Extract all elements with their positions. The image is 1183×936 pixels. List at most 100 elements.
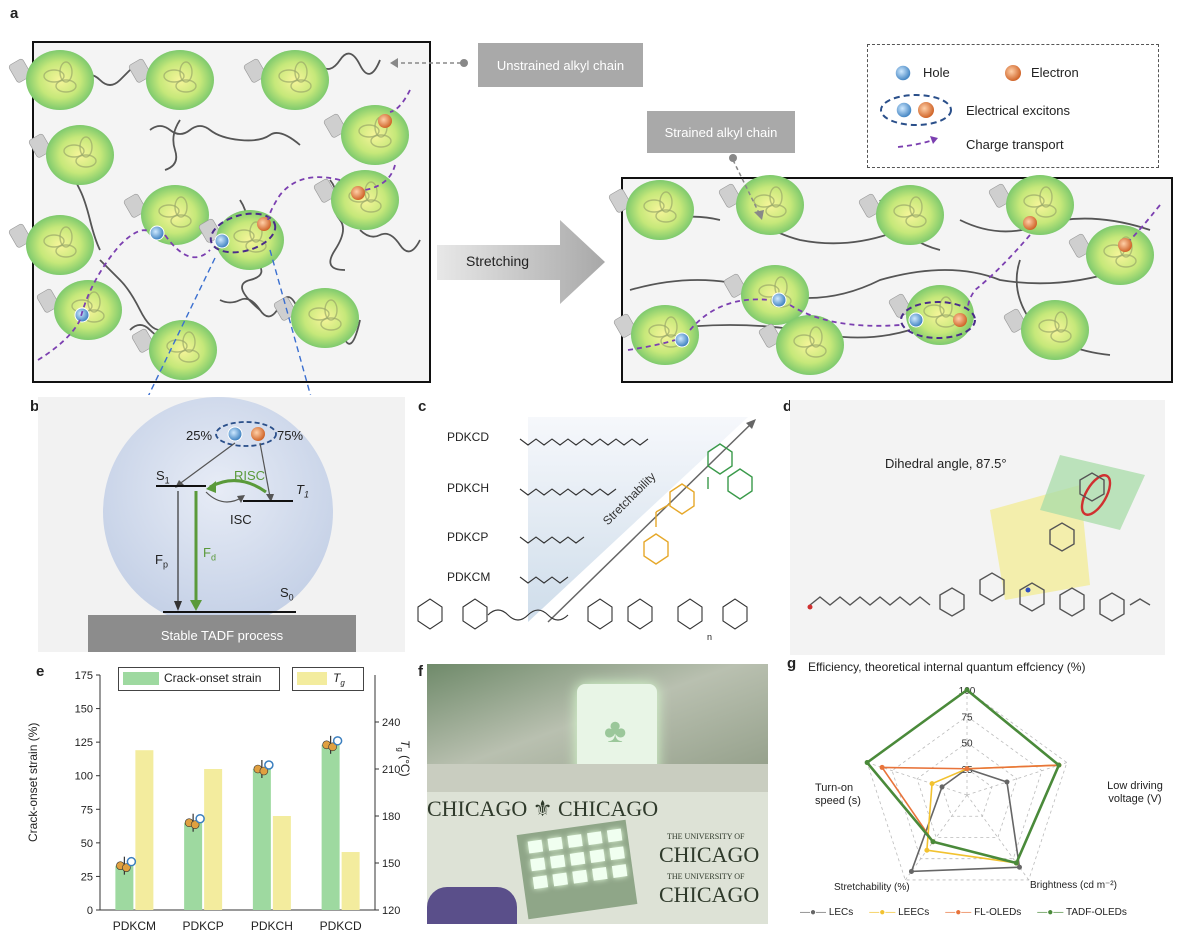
panel-a-legend: Hole Electron Electrical excitons Charge… bbox=[867, 44, 1159, 168]
electron-legend-label: Electron bbox=[1031, 65, 1079, 80]
exciton-legend-icon bbox=[895, 101, 913, 119]
radar-point bbox=[1004, 779, 1010, 785]
photo-top: ♣ bbox=[427, 664, 768, 792]
data-point bbox=[328, 742, 337, 752]
fd-label: Fd bbox=[203, 545, 216, 563]
legend-tadf-oleds: —●— TADF-OLEDs bbox=[1037, 906, 1127, 918]
polymer-pdkch: PDKCH bbox=[447, 481, 490, 495]
x-tick-label: PDKCH bbox=[251, 919, 293, 933]
tg-legend-label: Tg bbox=[333, 671, 345, 688]
radar-point bbox=[964, 766, 970, 772]
electron-particle bbox=[257, 217, 271, 231]
radar-point bbox=[939, 784, 945, 790]
panel-a-illustration bbox=[7, 41, 1173, 395]
hole-particle bbox=[771, 292, 787, 308]
panel-g-radar-chart: 100755025 bbox=[864, 686, 1068, 881]
x-tick-label: PDKCP bbox=[182, 919, 223, 933]
transport-legend-label: Charge transport bbox=[966, 137, 1064, 152]
crack-legend-label: Crack-onset strain bbox=[164, 671, 262, 685]
hole-legend-icon bbox=[894, 64, 912, 82]
panel-e-ylabel-left: Crack-onset strain (%) bbox=[26, 722, 40, 842]
radar-point bbox=[930, 839, 936, 845]
crack-bar bbox=[252, 769, 271, 910]
hole-legend-label: Hole bbox=[923, 65, 950, 80]
electron-particle bbox=[1023, 216, 1037, 230]
polymer-pdkcp: PDKCP bbox=[447, 530, 489, 544]
panel-label-e: e bbox=[36, 663, 45, 680]
tg-bar bbox=[341, 852, 360, 910]
axis-brightness: Brightness (cd m⁻²) bbox=[1030, 880, 1117, 891]
s1-label: S1 bbox=[156, 468, 170, 486]
strained-alkyl-chain-label: Strained alkyl chain bbox=[647, 111, 795, 153]
radar-point bbox=[1013, 860, 1019, 866]
crack-bar bbox=[115, 865, 134, 910]
radar-grid bbox=[866, 689, 1068, 881]
crack-bar bbox=[321, 744, 340, 910]
electron-particle bbox=[953, 313, 967, 327]
clover-icon: ♣ bbox=[604, 712, 627, 750]
electron-particle bbox=[1118, 238, 1132, 252]
radar-point bbox=[929, 781, 935, 787]
led-array bbox=[516, 819, 638, 920]
s0-label: S0 bbox=[280, 585, 294, 603]
panel-e-ylabel-right: Tg (°C) bbox=[395, 740, 412, 777]
legend-fl-oleds: —●— FL-OLEDs bbox=[945, 906, 1022, 918]
axis-stretchability: Stretchability (%) bbox=[834, 882, 910, 893]
panel-d-background bbox=[790, 400, 1165, 655]
tg-bar bbox=[135, 750, 154, 910]
chicago-text-2: CHICAGO bbox=[659, 882, 760, 907]
electron-particle bbox=[351, 186, 365, 200]
y-tick-label-left: 0 bbox=[87, 905, 93, 917]
y-tick-label-left: 125 bbox=[75, 737, 93, 749]
electron-particle bbox=[378, 114, 392, 128]
radar-series-tadf-oleds bbox=[865, 688, 1061, 865]
isc-label: ISC bbox=[230, 512, 252, 527]
radar-point bbox=[964, 687, 970, 693]
electron-legend-icon bbox=[1005, 65, 1021, 81]
data-point bbox=[332, 736, 343, 746]
crack-bar bbox=[184, 822, 203, 910]
legend-leecs: —●— LEECs bbox=[869, 906, 930, 918]
gloved-hand bbox=[427, 887, 517, 924]
panel-e-legend-tg: Tg bbox=[292, 667, 364, 691]
chicago-text: CHICAGO bbox=[659, 842, 760, 867]
data-point bbox=[259, 766, 269, 776]
radar-point bbox=[864, 760, 870, 766]
triplet-percent: 75% bbox=[277, 428, 304, 443]
fp-label: Fp bbox=[155, 552, 168, 570]
exciton-ring bbox=[209, 212, 277, 254]
radar-point bbox=[1056, 762, 1062, 768]
panel-g-title: Efficiency, theoretical internal quantum… bbox=[808, 660, 1086, 674]
data-point bbox=[264, 760, 274, 770]
tg-legend-swatch bbox=[297, 672, 327, 685]
y-tick-label-right: 150 bbox=[382, 858, 400, 870]
panel-label-c: c bbox=[418, 398, 427, 415]
radar-tick-label: 50 bbox=[961, 739, 973, 750]
t1-label: T1 bbox=[296, 482, 309, 500]
hole-particle bbox=[674, 332, 690, 348]
panel-label-f: f bbox=[418, 663, 423, 680]
chicago-banner: CHICAGO ⚜ CHICAGO bbox=[427, 796, 659, 821]
axis-low-driving-voltage: Low driving voltage (V) bbox=[1107, 780, 1163, 805]
panel-label-b: b bbox=[30, 398, 40, 415]
transport-legend-icon bbox=[897, 139, 934, 148]
y-tick-label-left: 50 bbox=[81, 838, 93, 850]
y-tick-label-left: 150 bbox=[75, 704, 93, 716]
panel-label-d: d bbox=[783, 398, 793, 415]
data-point bbox=[190, 820, 200, 830]
excitons-legend-label: Electrical excitons bbox=[966, 103, 1071, 118]
singlet-percent: 25% bbox=[186, 428, 213, 443]
polymer-pdkcd: PDKCD bbox=[447, 430, 490, 444]
x-tick-label: PDKCM bbox=[113, 919, 156, 933]
risc-label: RISC bbox=[234, 468, 266, 483]
legend-lecs: —●— LECs bbox=[800, 906, 854, 918]
data-point bbox=[126, 856, 137, 867]
univ-text-2: THE UNIVERSITY OF bbox=[667, 872, 745, 881]
panel-g-legend: —●— LECs —●— LEECs —●— FL-OLEDs —●— TADF… bbox=[800, 903, 1150, 921]
hole-particle bbox=[149, 225, 165, 241]
panel-label-g: g bbox=[787, 655, 797, 672]
hole-particle bbox=[908, 312, 924, 328]
unstrained-alkyl-chain-label: Unstrained alkyl chain bbox=[478, 43, 643, 87]
repeat-unit-n: n bbox=[707, 632, 713, 642]
